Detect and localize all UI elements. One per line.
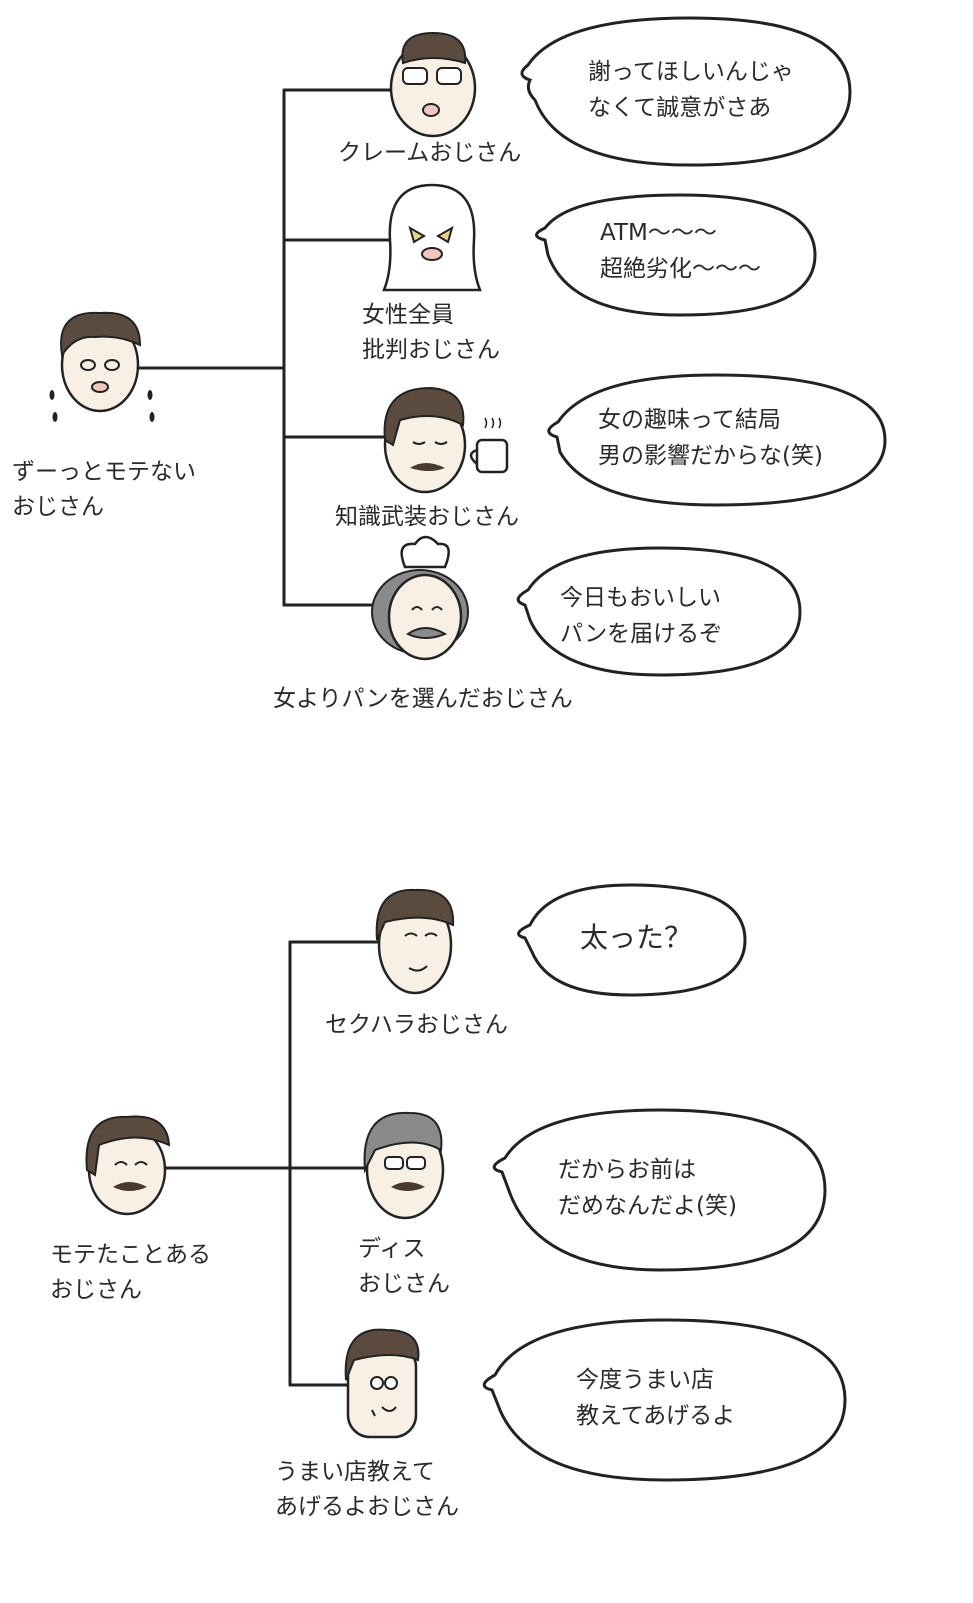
speech-line: 謝ってほしいんじゃ (588, 59, 794, 85)
character-label: 女性全員 批判おじさん (362, 298, 500, 368)
character-label: クレームおじさん (338, 136, 521, 171)
speech-bubble (516, 546, 802, 677)
speech-bubble (535, 193, 817, 317)
speech-text: ATM〜〜〜 超絶劣化〜〜〜 (600, 215, 761, 287)
label-line: クレームおじさん (338, 140, 522, 166)
character-label: うまい店教えて あげるよおじさん (275, 1455, 459, 1525)
speech-bubbles (482, 16, 887, 1482)
speech-line: ATM〜〜〜 (600, 220, 717, 246)
label-line: セクハラおじさん (325, 1012, 508, 1038)
character-label: 知識武装おじさん (335, 500, 519, 535)
chef-hat-icon (400, 535, 450, 569)
label-line: あげるよおじさん (275, 1494, 459, 1520)
speech-line: だからお前は (558, 1157, 696, 1183)
speech-line: 女の趣味って結局 (598, 407, 781, 433)
top-tree-connectors (138, 88, 394, 607)
label-line: うまい店教えて (275, 1459, 435, 1485)
character-label: セクハラおじさん (325, 1008, 508, 1043)
label-line: ずーっとモテない (12, 459, 196, 485)
restaurant-man-face (344, 1328, 420, 1439)
character-label: 女よりパンを選んだおじさん (273, 682, 573, 717)
speech-text: 女の趣味って結局 男の影響だからな(笑) (598, 402, 823, 474)
harassment-man-face (375, 888, 455, 995)
speech-bubble (492, 1108, 827, 1272)
label-line: おじさん (358, 1271, 450, 1297)
coffee-cup-icon (469, 417, 509, 474)
speech-line: 超絶劣化〜〜〜 (600, 256, 761, 282)
character-label: ディス おじさん (358, 1232, 450, 1302)
speech-line: だめなんだよ(笑) (558, 1193, 737, 1219)
bottom-tree-connectors (163, 940, 380, 1387)
speech-text: 今度うまい店 教えてあげるよ (576, 1362, 735, 1434)
speech-text: 謝ってほしいんじゃ なくて誠意がさあ (588, 54, 794, 126)
claim-man-face (389, 31, 477, 138)
label-line: ディス (358, 1236, 426, 1262)
speech-bubble (482, 1318, 847, 1482)
label-line: 女性全員 (362, 302, 454, 328)
diss-man-face (363, 1111, 445, 1220)
speech-line: なくて誠意がさあ (588, 95, 772, 121)
crying-man-face (49, 311, 155, 422)
speech-bubble (517, 883, 747, 997)
speech-line: 今日もおいしい (560, 585, 721, 611)
baker-man-face (371, 535, 469, 661)
label-line: 批判おじさん (362, 337, 500, 363)
speech-text: 今日もおいしい パンを届けるぞ (560, 580, 722, 652)
label-line: おじさん (12, 494, 104, 520)
speech-text: 太った？ (580, 920, 692, 955)
label-line: 女よりパンを選んだおじさん (273, 686, 573, 712)
speech-line: 教えてあげるよ (576, 1403, 736, 1429)
speech-text: だからお前は だめなんだよ(笑) (558, 1152, 737, 1224)
knowledge-man-face (383, 386, 509, 494)
root-label: モテたことある おじさん (50, 1238, 211, 1308)
label-line: 知識武装おじさん (335, 504, 519, 530)
speech-line: 太った？ (580, 921, 693, 954)
root-label: ずーっとモテない おじさん (12, 455, 196, 525)
speech-bubble (547, 373, 887, 507)
speech-bubble (520, 16, 852, 167)
masked-man-face (382, 183, 482, 292)
speech-line: 男の影響だからな(笑) (598, 443, 823, 469)
popular-man-face (85, 1115, 171, 1216)
label-line: モテたことある (50, 1242, 211, 1268)
label-line: おじさん (50, 1277, 142, 1303)
speech-line: 今度うまい店 (576, 1367, 714, 1393)
speech-line: パンを届けるぞ (560, 621, 723, 647)
